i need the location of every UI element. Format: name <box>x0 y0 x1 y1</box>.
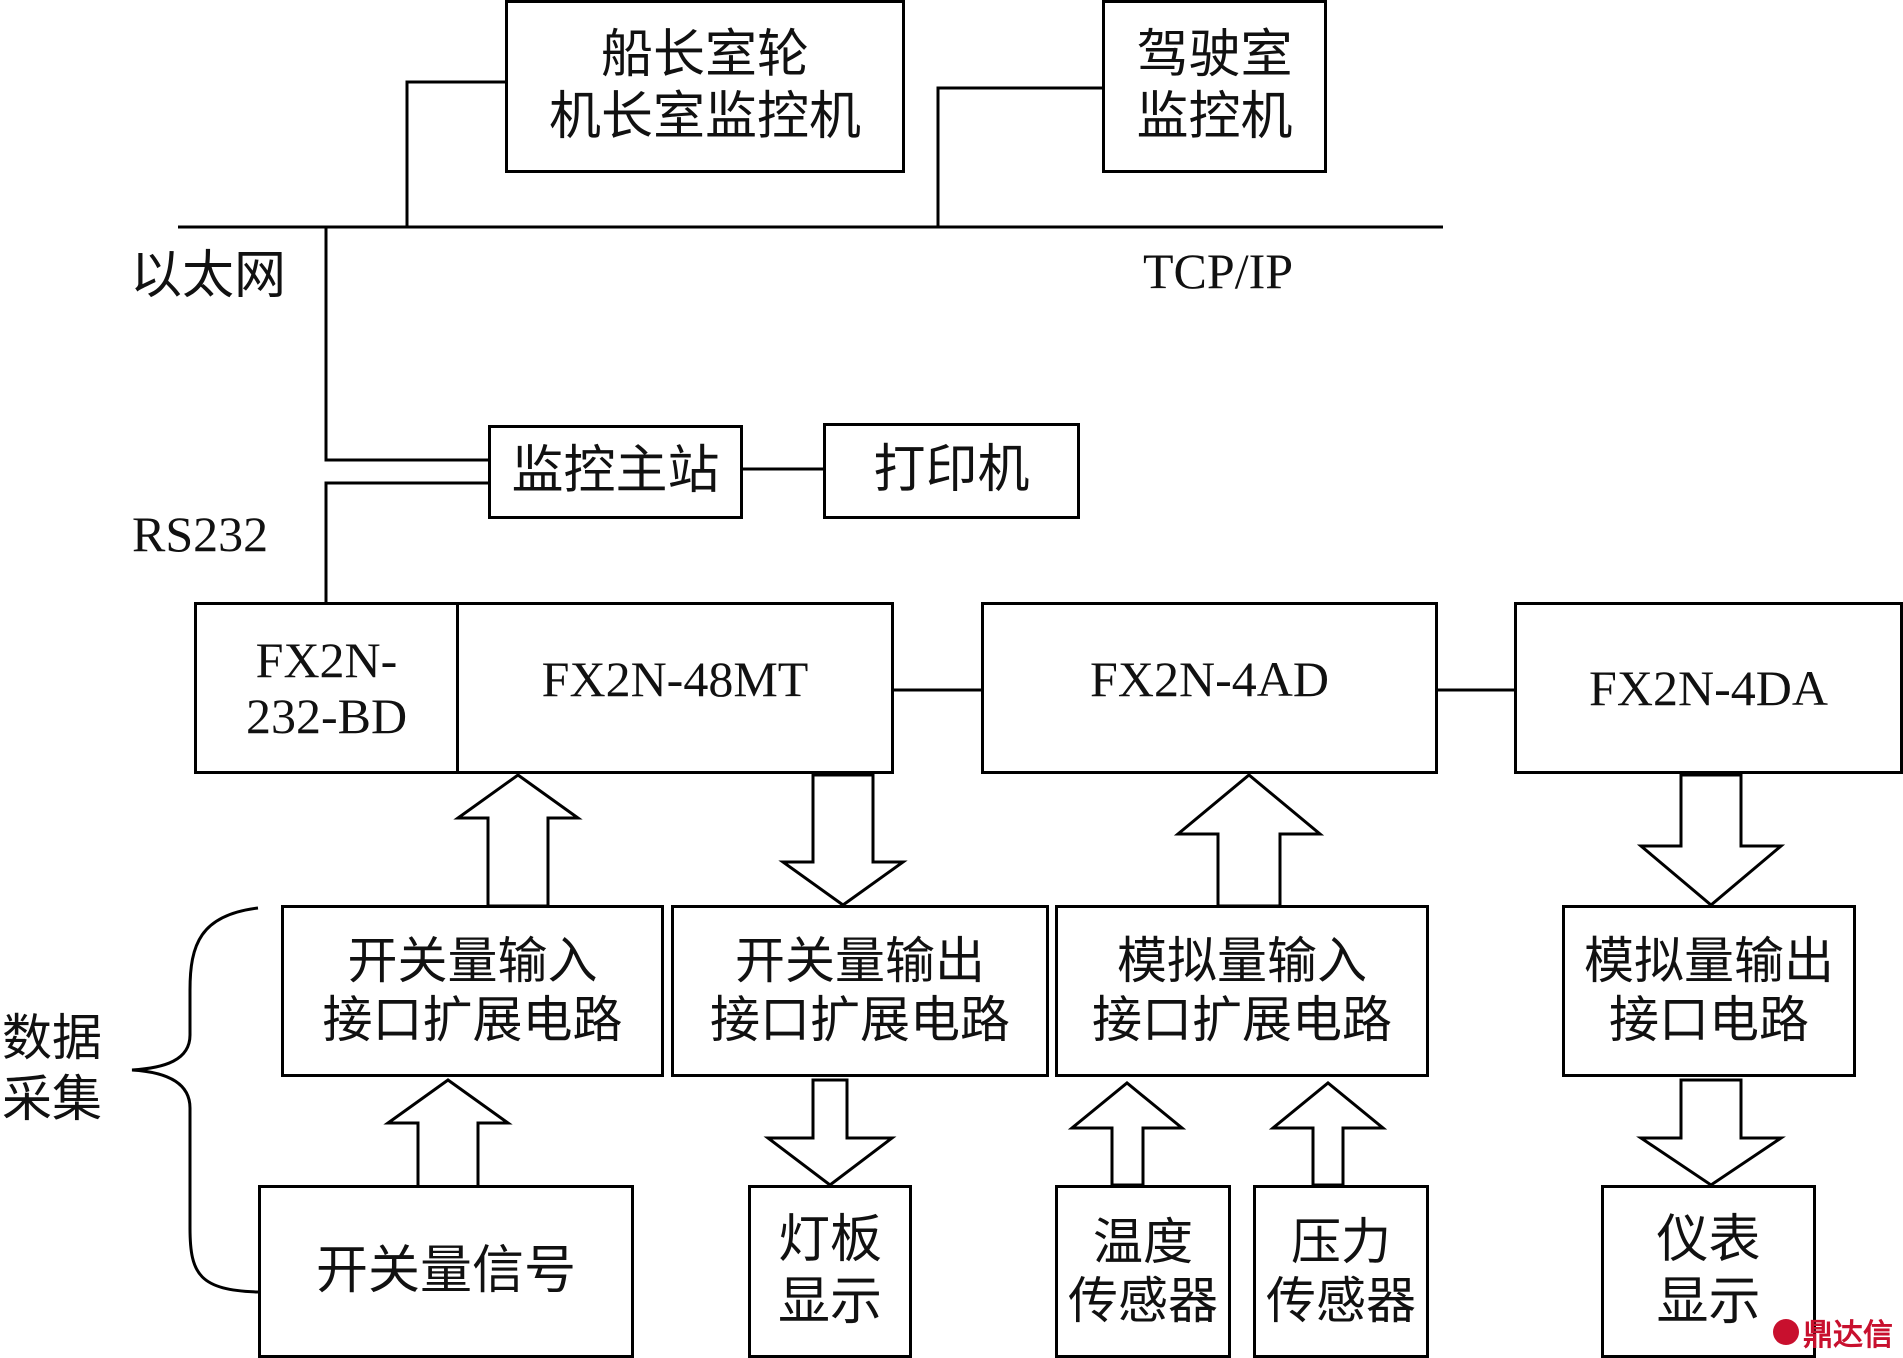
printer-label: 打印机 <box>873 440 1030 501</box>
switch-input-circuit-box: 开关量输入 接口扩展电路 <box>281 905 664 1077</box>
data-collection-brace <box>131 906 259 1294</box>
bridge-monitor-label: 驾驶室 监控机 <box>1136 25 1293 147</box>
fx2n-4da-box: FX2N-4DA <box>1514 602 1903 774</box>
tcpip-label: TCP/IP <box>1143 243 1294 299</box>
fx2n-232-bd-label: FX2N- 232-BD <box>245 632 408 744</box>
arrow-signal-to-switch-in <box>383 1078 513 1190</box>
ethernet-to-station-line <box>324 227 488 462</box>
switch-output-circuit-label: 开关量输出 接口扩展电路 <box>710 932 1010 1049</box>
fx2n-4da-label: FX2N-4DA <box>1589 660 1828 716</box>
captain-room-monitor-box: 船长室轮 机长室监控机 <box>505 0 905 173</box>
fx2n-4ad-box: FX2N-4AD <box>981 602 1438 774</box>
lamp-panel-label: 灯板 显示 <box>777 1210 882 1332</box>
printer-box: 打印机 <box>823 423 1080 519</box>
arrow-analog-in-to-ad <box>1173 773 1325 908</box>
watermark-logo-icon <box>1773 1319 1799 1345</box>
captain-room-connector <box>405 80 505 227</box>
arrow-pressure-to-analog-in <box>1268 1081 1388 1187</box>
fx2n-4ad-label: FX2N-4AD <box>1090 651 1329 707</box>
meter-display-label: 仪表 显示 <box>1656 1210 1761 1332</box>
analog-output-circuit-box: 模拟量输出 接口电路 <box>1562 905 1856 1077</box>
analog-input-circuit-box: 模拟量输入 接口扩展电路 <box>1055 905 1429 1077</box>
pressure-sensor-label: 压力 传感器 <box>1266 1212 1416 1330</box>
rs232-label: RS232 <box>132 506 269 562</box>
arrow-da-to-analog-out <box>1636 773 1786 907</box>
watermark: 鼎达信 <box>1773 1310 1893 1354</box>
analog-input-circuit-label: 模拟量输入 接口扩展电路 <box>1092 932 1392 1049</box>
main-station-box: 监控主站 <box>488 425 743 519</box>
main-station-label: 监控主站 <box>511 441 720 502</box>
captain-room-monitor-label: 船长室轮 机长室监控机 <box>548 25 861 147</box>
switch-input-circuit-label: 开关量输入 接口扩展电路 <box>322 932 623 1049</box>
watermark-text: 鼎达信 <box>1803 1318 1893 1353</box>
pressure-sensor-box: 压力 传感器 <box>1253 1185 1429 1358</box>
arrow-switch-out-to-lamp <box>763 1078 897 1187</box>
arrow-analog-out-to-meter <box>1636 1078 1786 1187</box>
temperature-sensor-label: 温度 传感器 <box>1068 1212 1218 1330</box>
fx2n-48mt-label: FX2N-48MT <box>541 651 809 707</box>
analog-output-circuit-label: 模拟量输出 接口电路 <box>1584 932 1834 1049</box>
temperature-sensor-box: 温度 传感器 <box>1055 1185 1231 1358</box>
arrow-switch-in-to-plc <box>453 773 583 908</box>
bridge-connector <box>936 86 1102 227</box>
switch-signal-box: 开关量信号 <box>258 1185 634 1358</box>
arrow-temp-to-analog-in <box>1067 1081 1187 1187</box>
ethernet-label: 以太网 <box>130 246 287 306</box>
fx2n-48mt-box: FX2N-48MT <box>456 602 894 774</box>
lamp-panel-box: 灯板 显示 <box>748 1185 912 1358</box>
meter-display-box: 仪表 显示 <box>1601 1185 1816 1358</box>
arrow-plc-to-switch-out <box>778 773 908 907</box>
rs232-line <box>324 481 488 602</box>
bridge-monitor-box: 驾驶室 监控机 <box>1102 0 1327 173</box>
switch-signal-label: 开关量信号 <box>315 1240 576 1301</box>
data-collection-label: 数据 采集 <box>2 1009 102 1128</box>
switch-output-circuit-box: 开关量输出 接口扩展电路 <box>671 905 1049 1077</box>
fx2n-232-bd-box: FX2N- 232-BD <box>194 602 459 774</box>
